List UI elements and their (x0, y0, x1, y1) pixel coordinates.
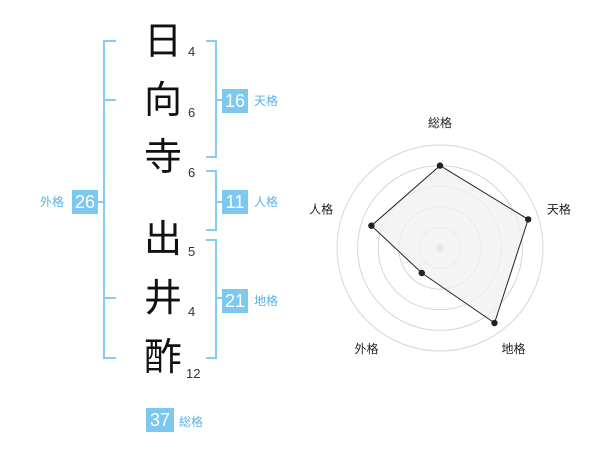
name-char-4: 出 (143, 217, 182, 261)
gaikaku-value: 26 (72, 190, 98, 214)
radar-axis-label: 人格 (309, 201, 333, 216)
radar-point (436, 162, 444, 169)
radar-axis-label: 地格 (501, 341, 525, 356)
name-char-6: 酢 (143, 335, 182, 379)
radar-point (418, 269, 425, 277)
name-char-2: 向 (143, 78, 182, 122)
radar-axis-label: 外格 (354, 341, 378, 356)
stroke-count-1: 4 (188, 44, 196, 59)
radar-point (368, 222, 375, 229)
stroke-count-5: 4 (188, 304, 196, 319)
soukaku-value: 37 (146, 408, 174, 432)
jinkaku-label: 人格 (254, 195, 279, 209)
tenkaku-label: 天格 (254, 94, 279, 108)
stroke-count-2: 6 (188, 105, 196, 120)
radar-polygon (370, 164, 529, 324)
radar-point (491, 319, 498, 327)
name-char-5: 井 (143, 276, 182, 320)
chikaku-label: 地格 (254, 294, 279, 308)
name-char-3: 寺 (143, 135, 182, 179)
stroke-count-4: 5 (188, 244, 196, 259)
name-char-1: 日 (143, 19, 182, 63)
radar-point (525, 216, 532, 223)
radar-axis-label: 天格 (547, 201, 571, 216)
stroke-count-3: 6 (188, 165, 196, 180)
radar-axis-label: 総格 (428, 115, 452, 130)
tenkaku-value: 16 (222, 89, 248, 113)
jinkaku-value: 11 (222, 190, 248, 214)
gaikaku-label: 外格 (40, 195, 65, 209)
chikaku-value: 21 (222, 289, 248, 313)
stroke-count-6: 12 (186, 366, 201, 381)
radar-ring (336, 144, 544, 352)
soukaku-label: 総格 (179, 415, 204, 429)
bracket-lines (98, 40, 222, 359)
